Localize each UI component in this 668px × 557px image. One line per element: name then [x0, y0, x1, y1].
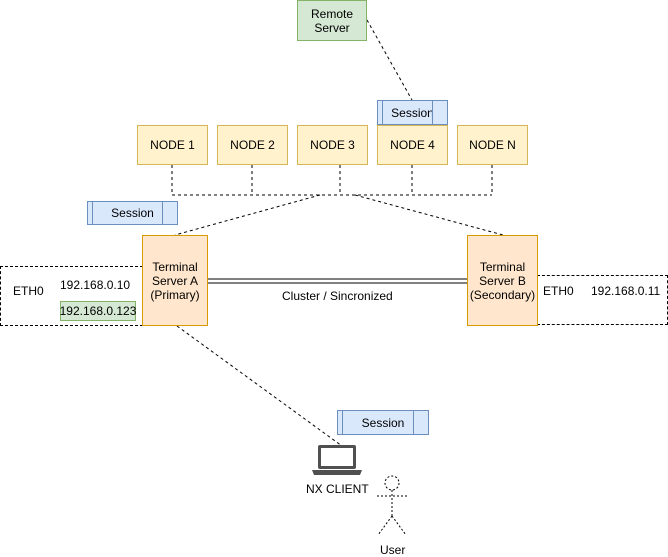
- bus-to-terminal-b-link: [354, 194, 504, 236]
- session-bottom: Session: [337, 410, 429, 435]
- terminal-b-ip: 192.168.0.11: [591, 284, 661, 298]
- terminal-server-b: Terminal Server B (Secondary): [467, 235, 538, 326]
- stick-figure-icon: [377, 475, 407, 536]
- terminal-a-to-client-link: [176, 325, 343, 447]
- terminal-a-virtual-ip: 192.168.0.123: [60, 301, 136, 321]
- terminal-b-eth-panel: [537, 275, 668, 325]
- nx-client-label: NX CLIENT: [306, 482, 369, 496]
- terminal-a-ip: 192.168.0.10: [60, 278, 131, 292]
- node-2: NODE 2: [217, 125, 288, 165]
- remote-to-node4-link: [366, 19, 413, 101]
- terminal-server-a: Terminal Server A (Primary): [142, 235, 208, 326]
- node-1: NODE 1: [137, 125, 208, 165]
- terminal-b-eth-label: ETH0: [543, 284, 574, 298]
- cluster-label: Cluster / Sincronized: [282, 289, 393, 303]
- node-n: NODE N: [457, 125, 528, 165]
- laptop-icon: [312, 445, 362, 475]
- remote-server-box: Remote Server: [297, 0, 367, 41]
- node-bus: [171, 165, 493, 196]
- bus-to-terminal-a-link: [174, 194, 321, 236]
- terminal-a-eth-label: ETH0: [13, 284, 44, 298]
- session-top: Session: [377, 100, 448, 125]
- node-4: NODE 4: [377, 125, 448, 165]
- node-3: NODE 3: [297, 125, 368, 165]
- user-label: User: [380, 543, 406, 557]
- session-middle: Session: [87, 201, 178, 225]
